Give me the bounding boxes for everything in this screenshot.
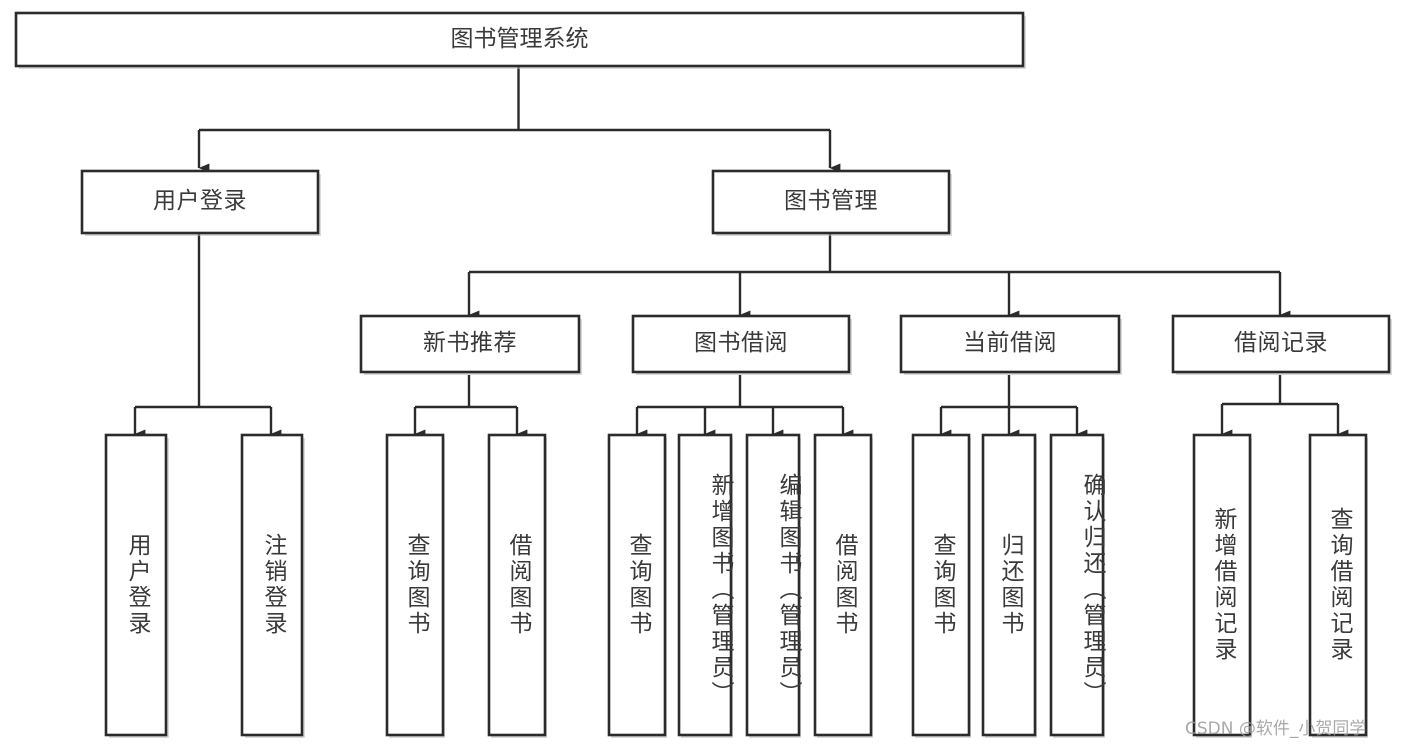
connector-group: [133, 65, 1349, 439]
csdn-watermark: CSDN @软件_小贺同学: [1185, 719, 1367, 739]
leaf-current-borrow-1[interactable]: [911, 433, 971, 737]
leaf-new-book-2[interactable]: [487, 433, 547, 737]
leaf-user-login-2[interactable]: [240, 433, 304, 737]
leaf-user-login-1[interactable]: [104, 433, 168, 737]
node-root[interactable]: [14, 11, 1025, 68]
leaf-borrow-record-2[interactable]: [1308, 433, 1368, 737]
leaf-new-book-1[interactable]: [385, 433, 445, 737]
node-borrow-record[interactable]: [1171, 314, 1391, 374]
leaf-book-borrow-4[interactable]: [813, 433, 873, 737]
leaf-book-borrow-3[interactable]: [745, 433, 801, 737]
node-new-book-recommend[interactable]: [359, 314, 581, 374]
leaf-borrow-record-1[interactable]: [1192, 433, 1252, 737]
leaf-current-borrow-3[interactable]: [1049, 433, 1105, 737]
node-book-borrow[interactable]: [631, 314, 851, 374]
leaf-book-borrow-2[interactable]: [677, 433, 733, 737]
leaf-book-borrow-1[interactable]: [607, 433, 667, 737]
node-book-manage[interactable]: [711, 169, 951, 235]
node-user-login[interactable]: [80, 169, 320, 235]
leaf-current-borrow-2[interactable]: [981, 433, 1037, 737]
node-rect-group: [14, 11, 1391, 737]
node-current-borrow[interactable]: [899, 314, 1121, 374]
